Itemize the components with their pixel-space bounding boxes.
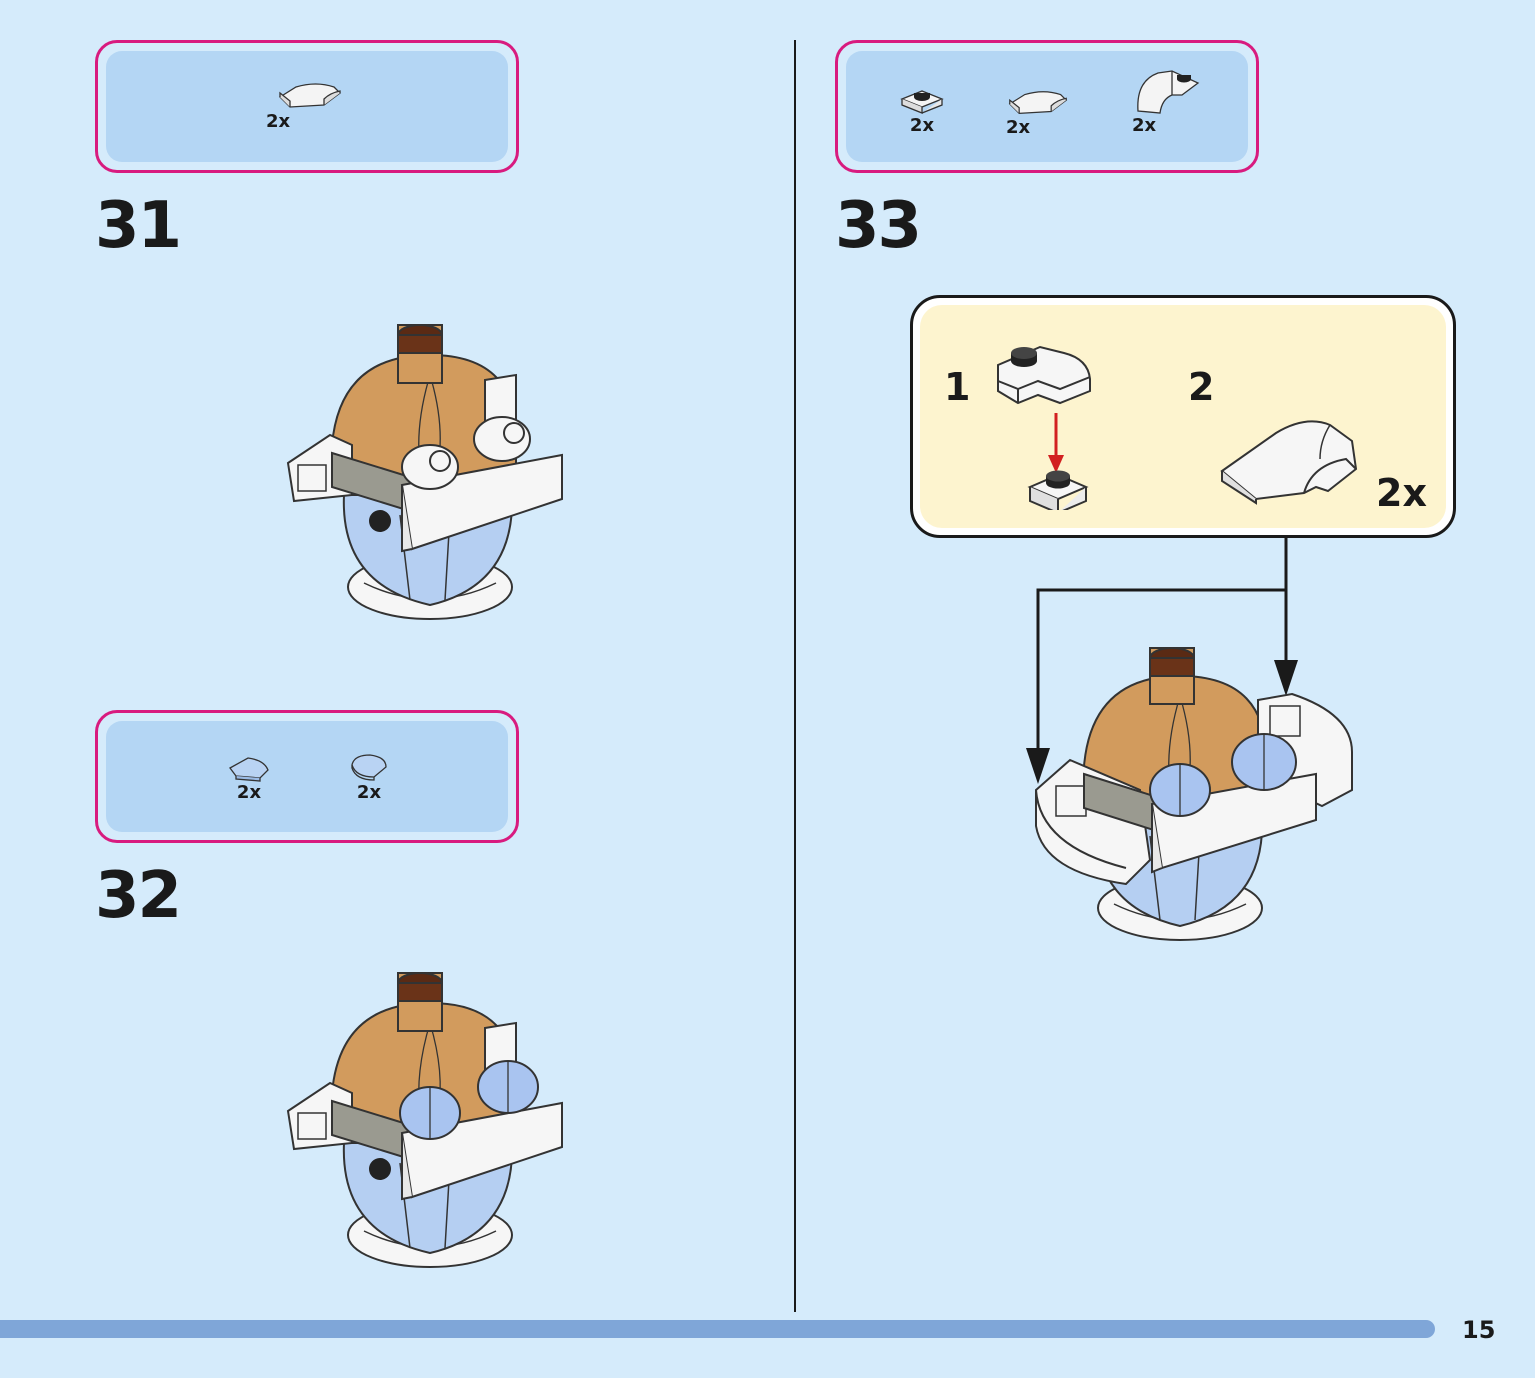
- substep-1-assembly-illustration: [997, 345, 1091, 510]
- part-quantity: 2x: [266, 111, 291, 132]
- page-number: 15: [1462, 1316, 1496, 1344]
- part-quantity: 2x: [1132, 115, 1157, 136]
- sub-assembly-callout: 1 2 2x: [910, 295, 1456, 538]
- step-number-33: 33: [835, 189, 922, 263]
- parts-box-step-31: 2x: [95, 40, 519, 173]
- plate-1x1-stud-icon: [900, 90, 944, 114]
- callout-connector-arrows: [1026, 538, 1298, 784]
- part-quantity: 2x: [236, 782, 262, 803]
- progress-bar: [0, 1320, 1435, 1338]
- parts-box-step-33: 2x 2x 2x: [835, 40, 1259, 173]
- model-illustration-step-31: [286, 324, 563, 620]
- curved-slope-tile-icon: [278, 83, 341, 108]
- parts-item: 2x: [226, 754, 272, 803]
- parts-item: 2x: [348, 751, 390, 803]
- substep-2-curved-slope-illustration: [1220, 420, 1358, 505]
- round-corner-tile-icon: [229, 757, 269, 782]
- parts-item: 2x: [898, 85, 946, 136]
- step-number-31: 31: [95, 189, 182, 263]
- part-quantity: 2x: [356, 782, 382, 803]
- substep-number-1: 1: [944, 365, 971, 409]
- curved-slope-with-stud-icon: [1137, 70, 1200, 114]
- part-quantity: 2x: [909, 115, 935, 136]
- step-number-32: 32: [95, 859, 182, 933]
- callout-quantity: 2x: [1376, 471, 1427, 515]
- model-illustration-step-33: [1035, 647, 1353, 941]
- model-illustration-step-32: [286, 972, 563, 1268]
- substep-number-2: 2: [1188, 365, 1215, 409]
- parts-item: 2x: [1004, 87, 1072, 138]
- curved-slope-tile-icon: [1008, 91, 1068, 114]
- parts-box-step-32: 2x 2x: [95, 710, 519, 843]
- page-divider: [794, 40, 796, 1312]
- part-quantity: 2x: [1006, 117, 1031, 138]
- parts-item: 2x: [1132, 65, 1204, 136]
- parts-item: 2x: [266, 79, 344, 132]
- round-tile-icon: [351, 754, 387, 781]
